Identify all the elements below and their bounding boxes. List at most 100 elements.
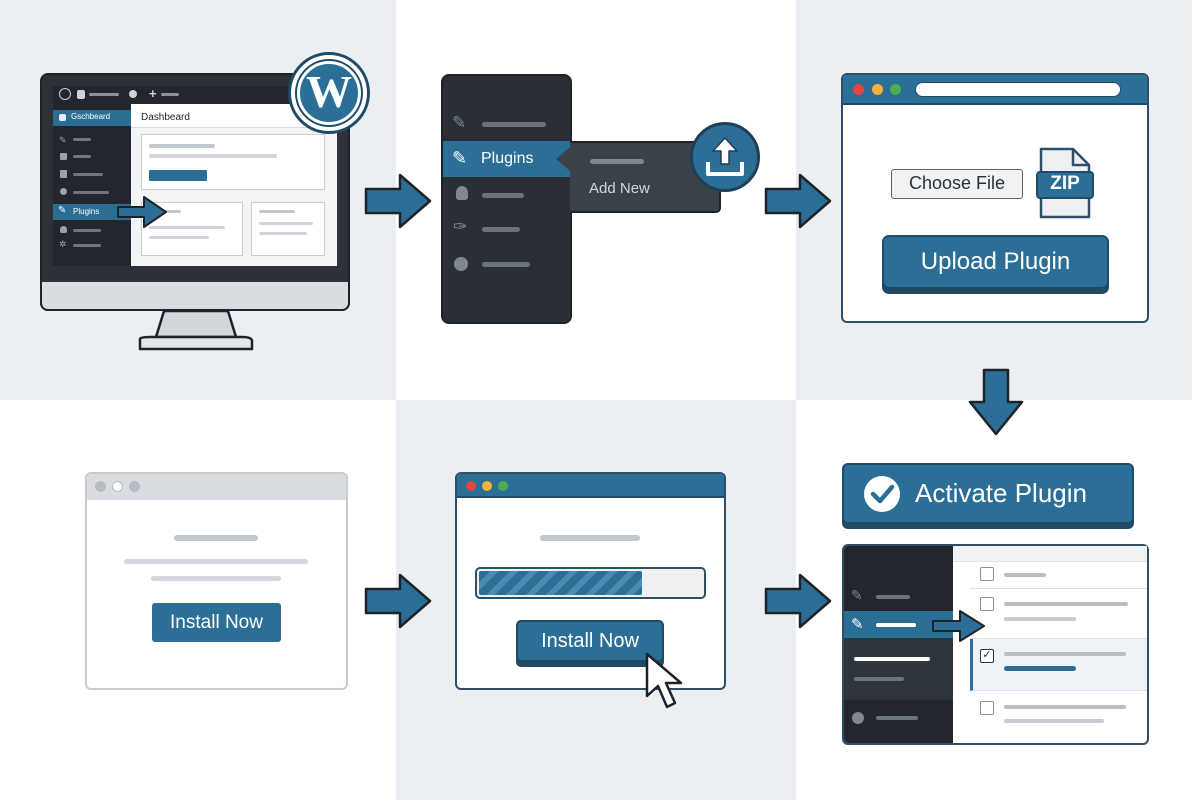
flow-arrow-right [764, 173, 832, 229]
submenu-item-add-new[interactable]: Add New [589, 180, 650, 197]
list-item[interactable] [970, 562, 1147, 589]
sidebar-item-plugins-label [876, 623, 916, 627]
flow-arrow-right [764, 573, 832, 629]
sidebar-item-settings[interactable] [73, 244, 101, 247]
activate-plugin-label: Activate Plugin [915, 478, 1087, 508]
gear-icon: ✲ [59, 239, 67, 249]
sidebar-item-dashboard-label: Gschbeard [71, 112, 111, 121]
upload-plugin-button[interactable]: Upload Plugin [882, 235, 1109, 289]
list-item-active[interactable] [970, 639, 1147, 691]
wordpress-logo-inner [297, 61, 361, 125]
card-line [259, 222, 313, 225]
row-desc [1004, 719, 1104, 723]
sidebar-item-pages[interactable] [73, 173, 103, 176]
pin-icon: ✎ [59, 135, 67, 145]
submenu-item-installed[interactable] [854, 657, 930, 661]
install-now-label: Install Now [170, 611, 263, 633]
maximize-dot[interactable] [890, 84, 901, 95]
close-dot[interactable] [95, 481, 106, 492]
minimize-dot[interactable] [872, 84, 883, 95]
list-item[interactable] [970, 589, 1147, 639]
row-title [1004, 652, 1126, 656]
content-title: Dashbeard [141, 112, 190, 123]
row-checkbox[interactable] [980, 597, 994, 611]
cursor-arrow-icon [645, 652, 683, 709]
user-icon [456, 186, 468, 200]
menu-pointer [556, 147, 570, 171]
media-icon [60, 153, 67, 160]
comment-icon[interactable] [129, 90, 137, 98]
content-line [174, 535, 258, 541]
wordpress-icon[interactable] [59, 88, 71, 100]
menu-item-appearance[interactable] [482, 122, 546, 127]
admin-bar-item [89, 93, 119, 96]
submenu-item-installed[interactable] [590, 159, 644, 164]
menu-item-settings[interactable] [482, 262, 530, 267]
user-icon [60, 226, 67, 233]
row-checkbox[interactable] [980, 701, 994, 715]
choose-file-button[interactable] [891, 169, 1023, 199]
admin-sidebar [53, 104, 131, 266]
address-bar[interactable] [915, 82, 1121, 97]
sidebar-item-posts[interactable] [73, 138, 91, 141]
pointer-arrow-icon [117, 196, 167, 228]
menu-item-users[interactable] [482, 193, 524, 198]
zip-label: ZIP [1050, 173, 1080, 194]
content-line [151, 576, 281, 581]
play-icon [454, 257, 468, 271]
menu-item-plugins-label: Plugins [481, 150, 534, 167]
row-title [1004, 573, 1046, 577]
wordpress-logo-letter: W [306, 66, 352, 117]
sidebar-item-comments[interactable] [73, 191, 109, 194]
pointer-arrow-icon [932, 610, 985, 642]
progress-bar [475, 567, 706, 599]
row-activate-link[interactable] [1004, 666, 1076, 671]
install-now-button[interactable]: Install Now [516, 620, 664, 662]
progress-fill [479, 571, 642, 595]
card-line [149, 236, 209, 239]
maximize-dot[interactable] [498, 481, 508, 491]
flow-arrow-down [968, 368, 1024, 436]
plugins-list-header [953, 546, 1147, 562]
checkmark-icon [864, 475, 900, 512]
minimize-dot[interactable] [482, 481, 492, 491]
plus-icon[interactable]: + [149, 86, 157, 101]
close-dot[interactable] [853, 84, 864, 95]
choose-file-label: Choose File [908, 173, 1006, 193]
wrench-icon: ✑ [453, 217, 468, 236]
sidebar-item-appearance[interactable] [876, 595, 910, 599]
card-line [149, 154, 277, 158]
sidebar-item-settings[interactable] [876, 716, 918, 720]
submenu-area [844, 638, 953, 700]
admin-bar [53, 86, 337, 104]
monitor-stand [138, 309, 254, 351]
admin-bar-item [161, 93, 179, 96]
card-line [149, 226, 225, 229]
sidebar-item-media[interactable] [73, 155, 91, 158]
activate-plugin-button[interactable]: Activate Plugin [842, 463, 1134, 524]
close-dot[interactable] [466, 481, 476, 491]
zip-badge [1036, 171, 1094, 199]
install-now-button[interactable]: Install Now [152, 603, 281, 642]
submenu-item-add-new[interactable] [854, 677, 904, 681]
plugin-icon: ✎ [58, 205, 67, 216]
maximize-dot[interactable] [129, 481, 140, 492]
card-line [259, 210, 295, 213]
row-checkbox-checked[interactable]: ✓ [980, 649, 994, 663]
sidebar-item-dashboard[interactable] [53, 110, 131, 126]
minimize-dot[interactable] [112, 481, 123, 492]
list-item[interactable] [970, 691, 1147, 743]
menu-item-tools[interactable] [482, 227, 520, 232]
upload-plugin-label: Upload Plugin [920, 248, 1071, 275]
card-button[interactable] [149, 170, 207, 181]
content-line [540, 535, 640, 541]
content-line [124, 559, 308, 564]
sidebar-item-users[interactable] [73, 229, 101, 232]
row-checkbox[interactable] [980, 567, 994, 581]
sidebar-item-plugins[interactable] [53, 204, 131, 220]
menu-item-plugins[interactable] [443, 141, 570, 177]
row-title [1004, 602, 1128, 606]
card-line [259, 232, 307, 235]
browser-window [85, 472, 348, 690]
home-icon[interactable] [77, 90, 85, 99]
